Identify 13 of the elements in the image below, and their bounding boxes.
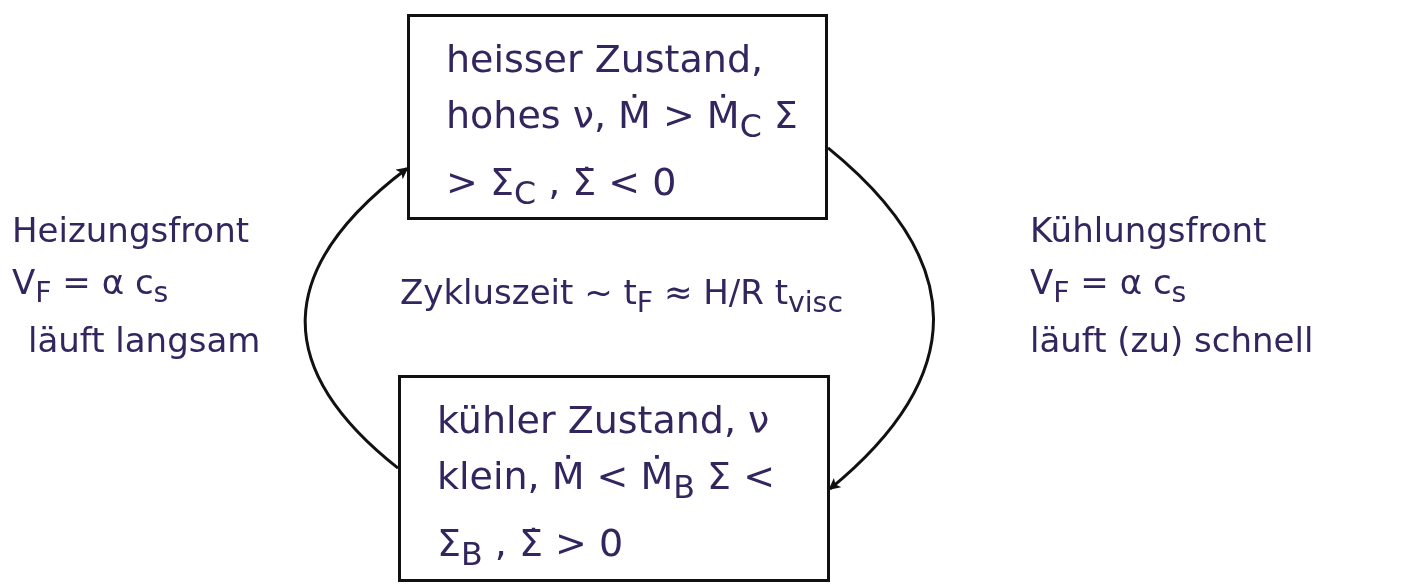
annotation-text: V$_{F}$ = α c$_{s}$ — [12, 262, 169, 309]
annotation-text: V$_{F}$ = α c$_{s}$ — [1030, 262, 1187, 309]
state-text: heisser Zustand, hohes ν, Ṁ > Ṁ$_{C}$ Σ > Σ$_{C}$ , Σ̇ < 0 — [446, 36, 799, 213]
annotation-text: läuft langsam — [28, 320, 261, 360]
annotation-text: läuft (zu) schnell — [1030, 320, 1314, 360]
annotation-text: Heizungsfront — [12, 210, 250, 250]
annotation-text: Kühlungsfront — [1030, 210, 1267, 250]
state-text: kühler Zustand, ν klein, Ṁ < Ṁ$_{B}$ Σ < Σ$_{B}$ , Σ̇ > 0 — [437, 397, 777, 574]
curved-arrow — [303, 167, 409, 470]
state-box — [398, 375, 830, 582]
state-box — [407, 14, 828, 220]
cycle-time-formula: Zykluszeit ~ t$_{F}$ ≈ H/R t$_{visc}$ — [400, 272, 843, 319]
curved-arrow — [827, 146, 935, 491]
